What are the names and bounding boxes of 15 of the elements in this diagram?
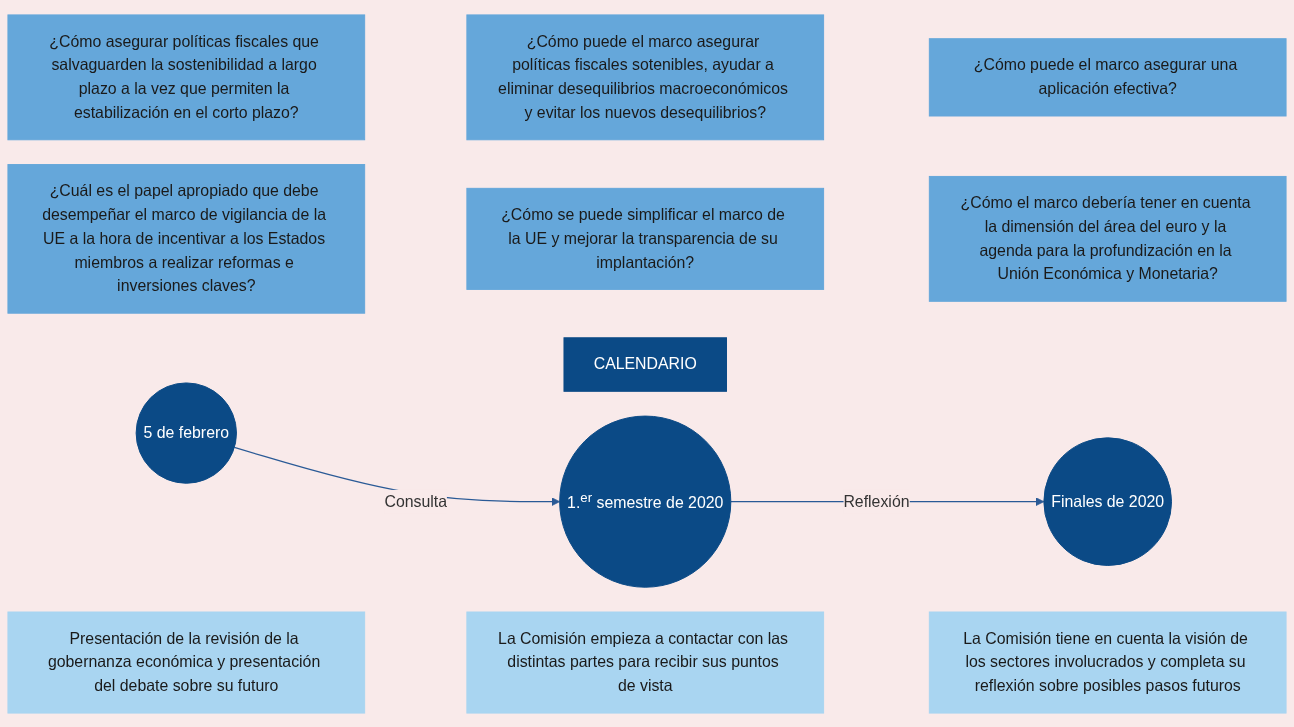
node-box: ¿Cómo puede el marco asegurar políticas fiscales sotenibles, ayudar a eliminar desequilibrios macroeconómicos y evitar los nuevos desequilibrios? xyxy=(466,13,825,140)
node-circle: Finales de 2020 xyxy=(1043,436,1173,566)
node-box: ¿Cómo puede el marco asegurar una aplicación efectiva? xyxy=(928,37,1287,116)
node-circle: 5 de febrero xyxy=(135,381,237,484)
node-circle: 1.$^{er}$ semestre de 2020 xyxy=(559,415,732,588)
edge-label: Reflexión xyxy=(843,492,910,510)
node-box: Presentación de la revisión de la gobernanza económica y presentación del debate sobre su futuro xyxy=(7,611,366,714)
node-box: La Comisión tiene en cuenta la visión de los sectores involucrados y completa su reflexión sobre posibles pasos futuros xyxy=(928,611,1287,714)
node-box: La Comisión empieza a contactar con las distintas partes para recibir sus puntos de vista xyxy=(466,611,825,714)
node-box: ¿Cómo se puede simplificar el marco de la UE y mejorar la transparencia de su implantación? xyxy=(466,187,825,290)
edge-label: Consulta xyxy=(384,492,448,510)
node-box: ¿Cómo asegurar políticas fiscales que salvaguarden la sostenibilidad a largo plazo a la vez que permiten la estabilización en el corto plazo? xyxy=(7,13,366,140)
node-box: CALENDARIO xyxy=(563,336,727,392)
node-box: ¿Cómo el marco debería tener en cuenta la dimensión del área del euro y la agenda para la profundización en la Unión Económica y Monetaria? xyxy=(928,175,1287,302)
node-box: ¿Cuál es el papel apropiado que debe desempeñar el marco de vigilancia de la UE a la hora de incentivar a los Estados miembros a realizar reformas e inversiones claves? xyxy=(7,163,366,314)
